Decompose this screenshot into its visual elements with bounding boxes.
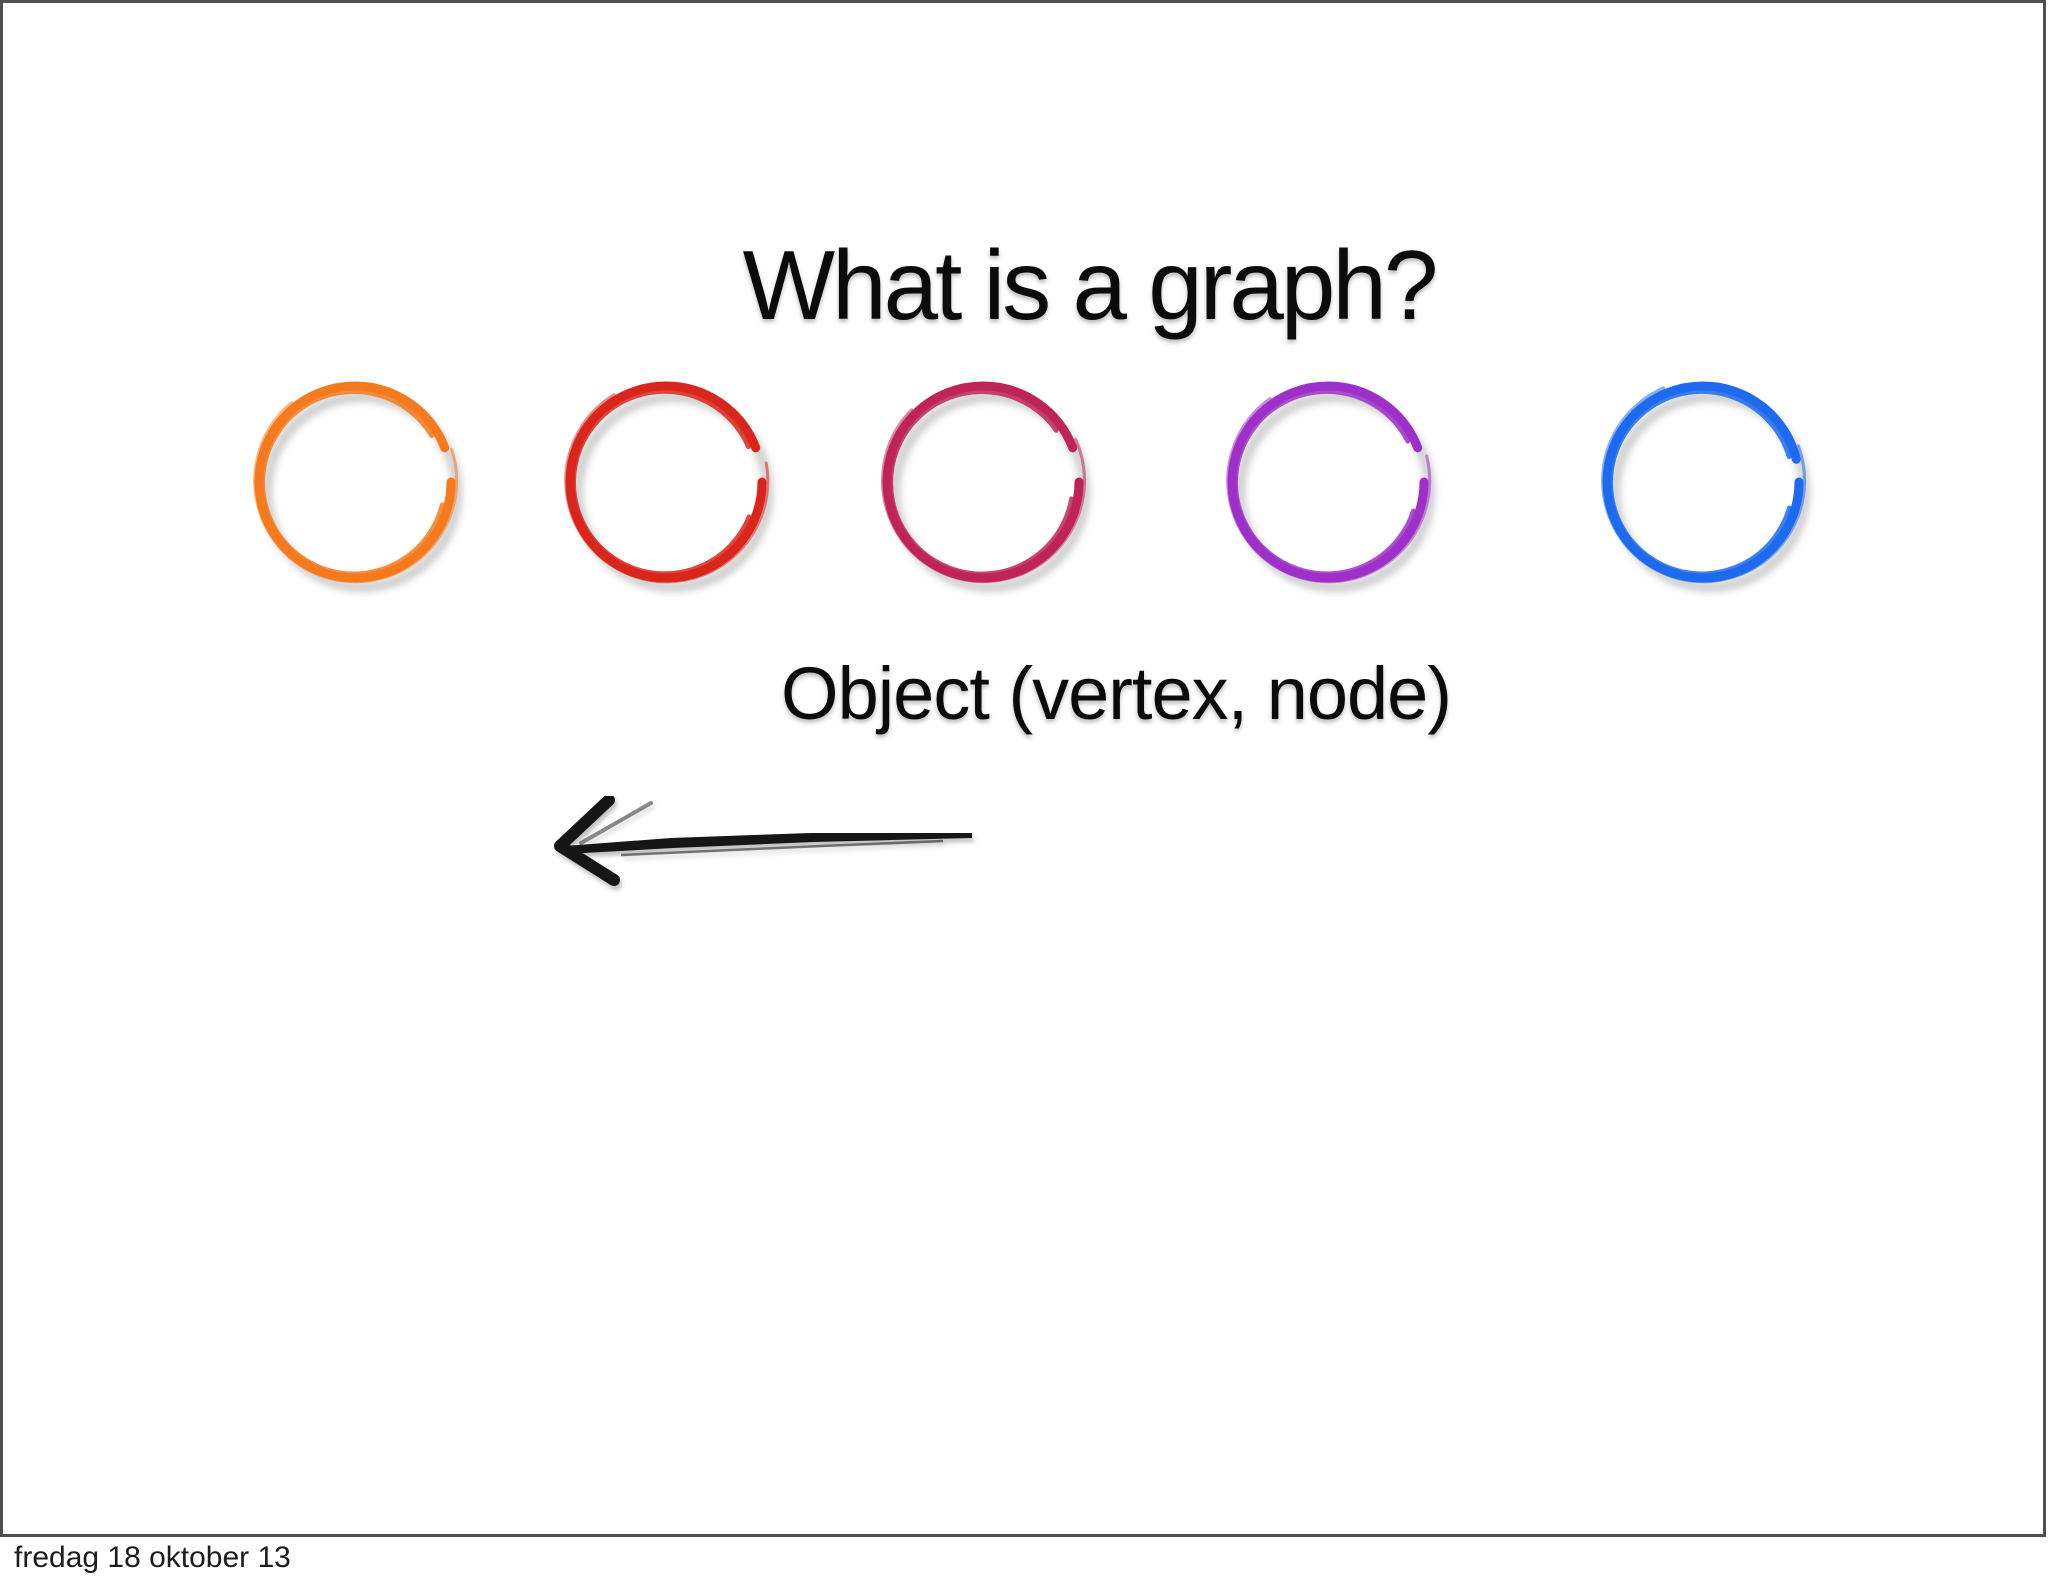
node-circle-crimson — [881, 378, 1091, 593]
brush-ring — [1601, 378, 1807, 584]
slide-title: What is a graph? — [742, 230, 1439, 340]
arrow-left-icon — [554, 796, 972, 886]
node-caption: Object (vertex, node) — [781, 652, 1452, 735]
slide-date: fredag 18 oktober 13 — [14, 1541, 291, 1574]
arrow-shaft — [565, 833, 972, 854]
node-circle-blue — [1601, 378, 1811, 593]
brush-ring — [881, 378, 1087, 584]
brush-ring — [253, 378, 459, 584]
footer-bar: fredag 18 oktober 13 — [0, 1537, 2048, 1576]
arrow-shaft-texture — [620, 839, 944, 857]
arrow-head — [554, 796, 653, 886]
node-circle-purple — [1226, 378, 1436, 593]
brush-ring — [564, 378, 770, 584]
slide-canvas: What is a graph? — [0, 0, 2046, 1537]
brush-ring — [1226, 378, 1432, 584]
node-circle-red — [564, 378, 774, 593]
node-circle-orange — [253, 378, 463, 593]
